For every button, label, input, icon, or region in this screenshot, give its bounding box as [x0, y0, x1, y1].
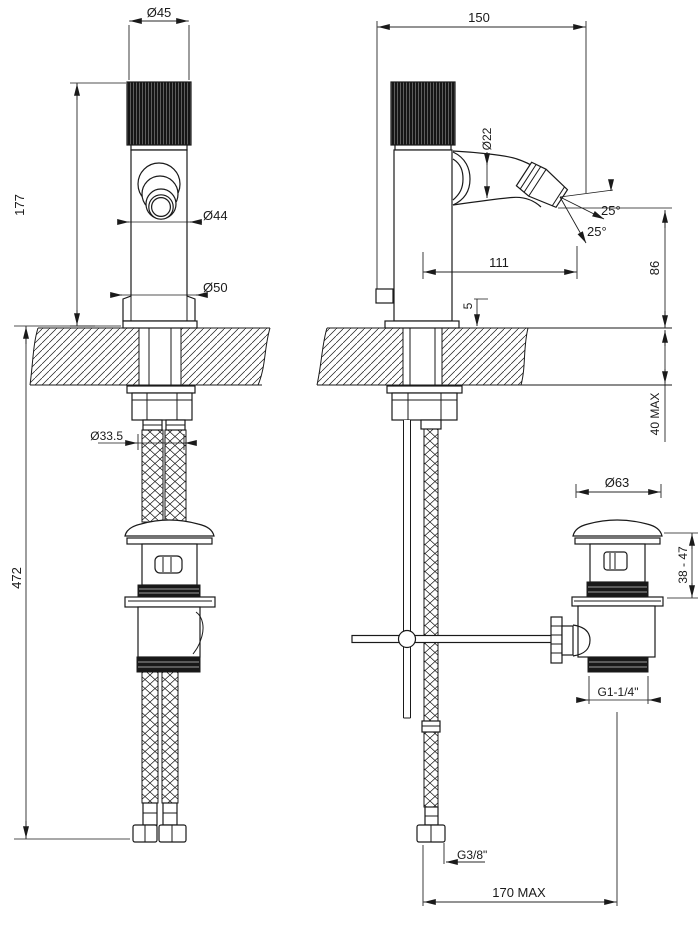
front-dimensions: Ø45 177 Ø44 Ø50 Ø33.5 472 [9, 5, 228, 840]
front-countertop [29, 327, 271, 386]
dim-front-handle-diameter: Ø45 [147, 5, 172, 20]
front-base-plate [122, 320, 198, 329]
side-back-ledge [375, 288, 394, 304]
front-supply-hoses-upper [141, 429, 187, 523]
dim-side-drain-offset-max: 170 MAX [492, 885, 546, 900]
side-countertop [316, 327, 672, 386]
drain-parts [550, 519, 664, 673]
dim-drain-cap-diameter: Ø63 [605, 475, 630, 490]
front-mounting-nut [131, 392, 193, 421]
dim-side-spout-height: 86 [647, 261, 662, 275]
side-mounting [386, 328, 463, 430]
pop-up-waste-detail: Ø63 38 - 47 G1-1/4" [550, 475, 698, 704]
side-jet-angles: 25° 25° [558, 179, 672, 244]
side-hose-and-rod [351, 420, 554, 843]
front-popup-flange [124, 596, 216, 608]
side-supply-hose [423, 428, 439, 808]
side-spout [452, 150, 569, 209]
side-faucet [375, 81, 569, 329]
dim-drain-waste-thread: G1-1/4" [598, 685, 639, 699]
side-dimensions: 150 Ø22 111 86 5 40 MAX [376, 10, 668, 906]
front-mounting [126, 328, 196, 431]
dim-front-body-diameter: Ø44 [203, 208, 228, 223]
front-popup-tail [137, 606, 201, 658]
side-washer [386, 385, 463, 394]
dim-side-supply-hose-thread: G3/8" [457, 848, 487, 862]
dim-front-base-diameter: Ø50 [203, 280, 228, 295]
front-popup-body [141, 543, 198, 586]
side-popup-rod [403, 420, 411, 719]
side-linkage-bar [351, 634, 554, 644]
front-knurled-handle [126, 81, 192, 146]
drain-cap [572, 519, 663, 537]
front-view: Ø45 177 Ø44 Ø50 Ø33.5 472 [9, 5, 271, 843]
drain-dimensions: Ø63 38 - 47 G1-1/4" [575, 475, 698, 704]
side-linkage-joint [397, 629, 417, 649]
dim-front-total-height: 472 [9, 567, 24, 589]
dim-side-spout-diameter: Ø22 [480, 127, 494, 150]
front-supply-hoses-lower [132, 671, 187, 843]
dim-side-depth: 150 [468, 10, 490, 25]
dim-side-spout-reach: 111 [489, 255, 509, 270]
drain-threads-upper [586, 581, 649, 598]
side-handle-band [394, 144, 452, 151]
dim-drain-install-height-range: 38 - 47 [676, 546, 690, 584]
front-popup-threads [137, 584, 201, 598]
dim-side-jet-angle-upper: 25° [601, 203, 621, 218]
side-mounting-nut [391, 392, 458, 421]
front-faucet [122, 81, 198, 329]
dim-front-body-height: 177 [12, 194, 27, 216]
front-popup-waste [124, 519, 216, 673]
dim-side-base-plate-thickness: 5 [461, 302, 475, 309]
front-handle-band [130, 144, 188, 151]
front-popup-cap [124, 519, 215, 537]
side-view: 25° 25° [316, 10, 672, 906]
front-washer [126, 385, 196, 394]
side-spout-nozzle [515, 161, 569, 209]
front-popup-lever-hook [192, 611, 204, 655]
drain-threads-lower [587, 656, 649, 673]
dim-side-jet-angle-lower: 25° [587, 224, 607, 239]
dim-front-hole-diameter: Ø33.5 [90, 429, 123, 443]
side-knurled-handle [390, 81, 456, 146]
drain-rod-connector [550, 616, 563, 664]
side-base-plate [384, 320, 460, 329]
drain-body [589, 543, 646, 583]
front-spout [137, 162, 181, 220]
drain-tailpiece [577, 605, 656, 658]
side-body [393, 149, 453, 322]
dim-side-deck-thickness-max: 40 MAX [648, 393, 662, 436]
